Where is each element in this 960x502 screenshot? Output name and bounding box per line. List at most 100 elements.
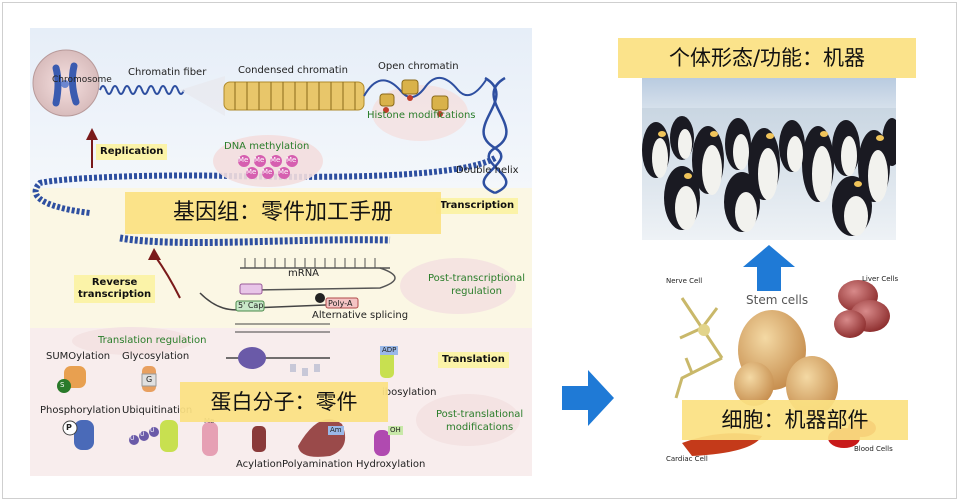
ubiquitin-tag-1: U — [130, 435, 135, 442]
caption-genome: 基因组：零件加工手册 — [125, 192, 441, 234]
stem-cell-3 — [734, 362, 774, 406]
caption-protein: 蛋白分子：零件 — [180, 382, 388, 422]
methyl-tag-6: Me — [262, 168, 273, 176]
dna-strand — [32, 155, 497, 216]
label-post-translational: Post-translational modifications — [436, 409, 524, 433]
label-ubiquitination: Ubiquitination — [122, 405, 193, 416]
arrow-up-icon — [743, 245, 795, 291]
penguin-photo — [642, 78, 896, 240]
caption-cell: 细胞：机器部件 — [682, 400, 908, 440]
label-liver-cells: Liver Cells — [862, 275, 899, 283]
mrna-loop — [249, 267, 396, 291]
transcription-dna — [119, 234, 391, 247]
phosphate-tag: P — [66, 423, 72, 432]
label-condensed-chromatin: Condensed chromatin — [238, 65, 348, 76]
am-tag: Am — [328, 426, 344, 435]
methyl-tag-1: Me — [238, 156, 249, 164]
caption-organism: 个体形态/功能：机器 — [618, 38, 916, 78]
label-glycosylation: Glycosylation — [122, 351, 190, 362]
methylation-blob — [213, 135, 323, 187]
label-chromosome: Chromosome — [52, 75, 112, 85]
histone-mark-2 — [407, 95, 413, 101]
zoom-cone — [180, 76, 225, 116]
tag-reverse-transcription: Reverse transcription — [74, 275, 156, 303]
nucleosome-2 — [431, 95, 449, 111]
ubiquitination-protein — [160, 420, 178, 452]
label-cardiac-cell: Cardiac Cell — [666, 455, 708, 463]
mrna-teeth — [244, 258, 376, 268]
label-double-helix: Double helix — [456, 165, 519, 176]
label-mrna: mRNA — [288, 268, 320, 279]
label-acylation: Acylation — [236, 459, 283, 470]
spliceosome — [315, 293, 325, 303]
penguin-scene — [642, 78, 896, 240]
methyl-tag-3: Me — [270, 156, 281, 164]
label-open-chromatin: Open chromatin — [378, 61, 459, 72]
label-poly-a: Poly-A — [328, 299, 353, 308]
open-chromatin-strand — [363, 77, 487, 98]
nerve-cell — [674, 297, 724, 399]
sumo-tag: S — [60, 381, 65, 389]
phosphate-group — [62, 420, 78, 436]
methyl-tag-4: Me — [286, 156, 297, 164]
label-chromatin-fiber: Chromatin fiber — [128, 67, 207, 78]
helix-strand-b — [487, 76, 508, 195]
label-nerve-cell: Nerve Cell — [666, 277, 703, 285]
label-adp-ribosylation: ibosylation — [382, 387, 437, 398]
post-transcriptional-bubble — [400, 258, 516, 314]
label-hydroxylation: Hydroxylation — [356, 459, 426, 470]
poly-a-box — [325, 297, 359, 309]
label-blood-cells: Blood Cells — [854, 445, 893, 453]
glycan-group — [141, 373, 157, 387]
ubiquitin-tag-2: U — [140, 431, 145, 438]
methyl-tag-7: Me — [278, 168, 289, 176]
label-sumoylation: SUMOylation — [46, 351, 111, 362]
penguin-colony — [642, 116, 896, 236]
label-alternative-splicing: Alternative splicing — [312, 310, 409, 321]
adp-tag: ADP — [380, 346, 399, 355]
glycan-tag: G — [146, 375, 153, 384]
central-dogma-diagram: Chromosome Chromatin fiber Condensed chr… — [30, 28, 532, 476]
nucleosome-1 — [401, 79, 419, 95]
adp-protein — [380, 350, 394, 378]
condensed-chromatin-stripes — [234, 82, 356, 110]
tag-replication: Replication — [96, 144, 168, 160]
chromosome-arm-left — [52, 64, 62, 107]
methyl-tag-2: Me — [254, 156, 265, 164]
methylation-protein — [202, 422, 218, 456]
cap-box — [235, 300, 265, 312]
label-phosphorylation: Phosphorylation — [40, 405, 121, 416]
chromatin-fiber-coil — [99, 85, 185, 95]
chromosome-arm-right — [68, 62, 80, 106]
replication-arrowhead — [86, 128, 98, 140]
phosphorylation-protein — [74, 420, 94, 450]
tag-transcription: Transcription — [436, 198, 519, 214]
centromere — [61, 80, 69, 88]
ubiquitin-tag-3: U — [150, 427, 155, 434]
label-translation-regulation: Translation regulation — [98, 335, 207, 346]
label-post-transcriptional: Post-transcriptional regulation — [428, 273, 526, 297]
ribosome — [238, 347, 266, 369]
nucleosome-3 — [379, 93, 395, 107]
label-stem-cells: Stem cells — [746, 293, 809, 307]
liver-cell-3 — [834, 310, 866, 338]
nerve-cell-body — [698, 324, 710, 336]
histone-mark-3 — [437, 111, 443, 117]
oh-tag: OH — [388, 426, 403, 435]
reverse-transcription-arrowhead — [148, 248, 161, 260]
label-histone-modifications: Histone modifications — [367, 110, 476, 121]
methyl-groups — [238, 155, 298, 179]
acylation-protein — [252, 426, 266, 452]
ubiquitin-chain — [129, 427, 159, 445]
histone-mark-1 — [383, 107, 389, 113]
label-polyamination: Polyamination — [282, 459, 353, 470]
label-cap: 5' Cap — [238, 301, 264, 310]
methyl-tag-5: Me — [246, 168, 257, 176]
sumo-group — [57, 379, 71, 393]
translation-regulation-bubble — [72, 327, 192, 355]
trna-group — [290, 364, 320, 376]
mrna-exon-pink — [239, 283, 263, 295]
post-translational-bubble — [416, 394, 520, 446]
arrow-right-icon — [562, 370, 614, 426]
label-dna-methylation: DNA methylation — [224, 141, 310, 152]
